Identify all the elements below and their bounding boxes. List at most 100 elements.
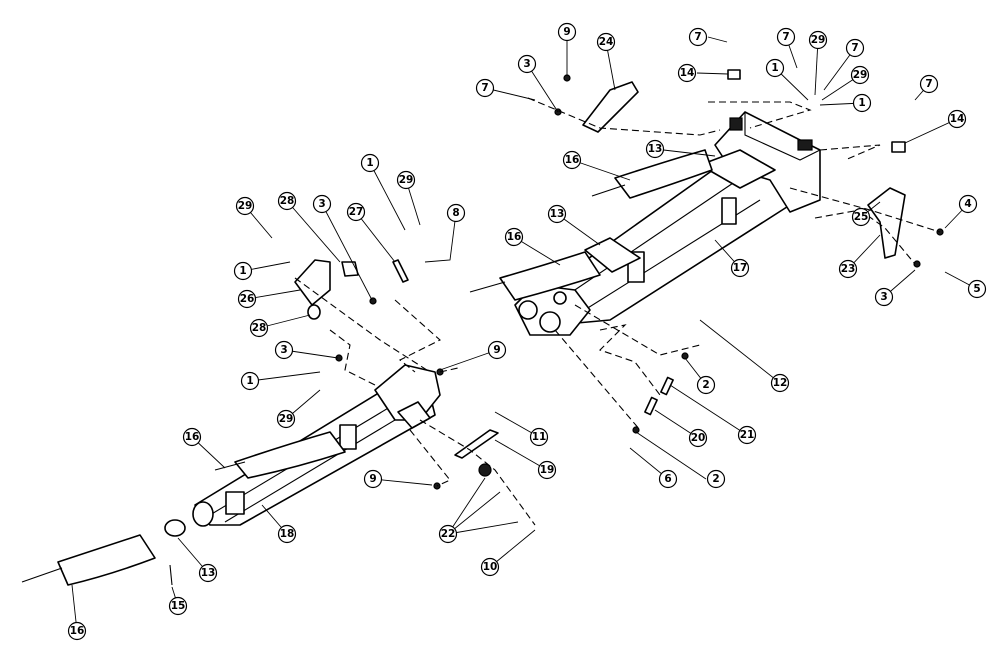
part-balloon: 29 <box>235 196 255 216</box>
balloon-label: 9 <box>493 344 500 356</box>
balloon-label: 7 <box>782 31 789 43</box>
part-balloon: 9 <box>487 340 507 360</box>
part-balloon: 1 <box>360 153 380 173</box>
part-balloon: 13 <box>547 204 567 224</box>
part-balloon: 16 <box>67 621 87 641</box>
part-balloon: 12 <box>770 373 790 393</box>
leader-line <box>424 212 457 263</box>
leader-line <box>707 36 728 43</box>
alignment-line <box>527 97 721 136</box>
part-balloon: 22 <box>438 524 458 544</box>
wear-pad-line <box>21 567 63 583</box>
pin-27 <box>392 259 409 283</box>
cylinder-13-lower <box>584 237 641 273</box>
leader-line <box>286 200 341 263</box>
balloon-label: 29 <box>811 34 826 46</box>
part-balloon: 14 <box>677 63 697 83</box>
balloon-label: 7 <box>851 42 858 54</box>
balloon-label: 25 <box>854 211 869 223</box>
balloon-label: 14 <box>680 67 695 79</box>
balloon-label: 18 <box>280 528 295 540</box>
wear-pad-line <box>214 461 246 471</box>
head-bore <box>539 311 561 333</box>
alignment-line <box>294 277 431 373</box>
leader-line <box>447 477 486 535</box>
part-balloon: 28 <box>249 318 269 338</box>
balloon-label: 8 <box>452 207 459 219</box>
balloon-label: 24 <box>599 36 614 48</box>
leader-line <box>526 63 559 113</box>
balloon-label: 1 <box>246 375 253 387</box>
alignment-line <box>329 329 376 386</box>
leader-line <box>439 349 498 371</box>
link-bracket-24 <box>582 81 639 133</box>
head-bore <box>553 291 567 305</box>
part-balloons: 7 3 9 24 7 14 7 1 29 7 29 1 7 14 13 16 1… <box>67 22 987 641</box>
part-balloon: 29 <box>850 65 870 85</box>
pin-20 <box>644 396 658 416</box>
part-balloon: 16 <box>504 227 524 247</box>
balloon-label: 9 <box>563 26 570 38</box>
balloon-label: 22 <box>441 528 456 540</box>
alignment-line <box>439 367 459 373</box>
alignment-line <box>708 101 812 129</box>
balloon-label: 1 <box>239 265 246 277</box>
leader-line <box>494 439 548 471</box>
balloon-label: 26 <box>240 293 255 305</box>
leader-line <box>654 148 716 157</box>
part-balloon: 17 <box>730 258 750 278</box>
balloon-label: 1 <box>858 97 865 109</box>
part-balloon: 13 <box>645 139 665 159</box>
leader-line <box>447 491 501 535</box>
balloon-label: 21 <box>740 429 755 441</box>
link-19 <box>454 429 499 459</box>
part-balloon: 25 <box>851 207 871 227</box>
pivot-housing <box>374 364 441 421</box>
nut-2 <box>681 352 689 360</box>
balloon-label: 28 <box>280 195 295 207</box>
balloon-label: 13 <box>201 567 216 579</box>
balloon-label: 9 <box>369 473 376 485</box>
balloon-label: 29 <box>279 413 294 425</box>
leader-line <box>369 162 406 231</box>
part-balloon: 4 <box>958 194 978 214</box>
part-balloon: 7 <box>688 27 708 47</box>
nut-3 <box>913 260 921 268</box>
nut-3 <box>369 297 377 305</box>
part-balloon: 7 <box>845 38 865 58</box>
part-balloon: 3 <box>274 340 294 360</box>
balloon-label: 16 <box>185 431 200 443</box>
roller-28 <box>307 304 321 320</box>
wear-pad-16 <box>57 534 156 586</box>
balloon-label: 6 <box>664 473 671 485</box>
bracket-hole <box>729 117 743 131</box>
balloon-label: 3 <box>880 291 887 303</box>
balloon-label: 11 <box>532 431 547 443</box>
balloon-label: 2 <box>702 379 709 391</box>
alignment-line <box>409 429 451 487</box>
part-balloon: 2 <box>706 469 726 489</box>
part-balloon: 7 <box>776 27 796 47</box>
leader-line <box>447 521 519 535</box>
wear-pad-line <box>591 184 626 197</box>
balloon-label: 28 <box>252 322 267 334</box>
left-boom-assembly <box>21 259 536 586</box>
part-balloon: 13 <box>198 563 218 583</box>
bracket-hole <box>797 139 813 151</box>
pin-15 <box>169 564 173 586</box>
collar <box>225 491 245 515</box>
balloon-label: 29 <box>399 174 414 186</box>
collar <box>721 197 737 225</box>
mounting-bracket-edge <box>744 112 821 161</box>
spring-22 <box>478 463 492 477</box>
balloon-label: 16 <box>70 625 85 637</box>
balloon-label: 1 <box>366 157 373 169</box>
balloon-label: 19 <box>540 464 555 476</box>
nut-2 <box>632 426 640 434</box>
part-balloon: 18 <box>277 524 297 544</box>
leader-line <box>571 159 631 181</box>
part-balloon: 16 <box>562 150 582 170</box>
part-balloon: 24 <box>596 32 616 52</box>
part-balloon: 1 <box>765 58 785 78</box>
part-balloon: 29 <box>276 409 296 429</box>
